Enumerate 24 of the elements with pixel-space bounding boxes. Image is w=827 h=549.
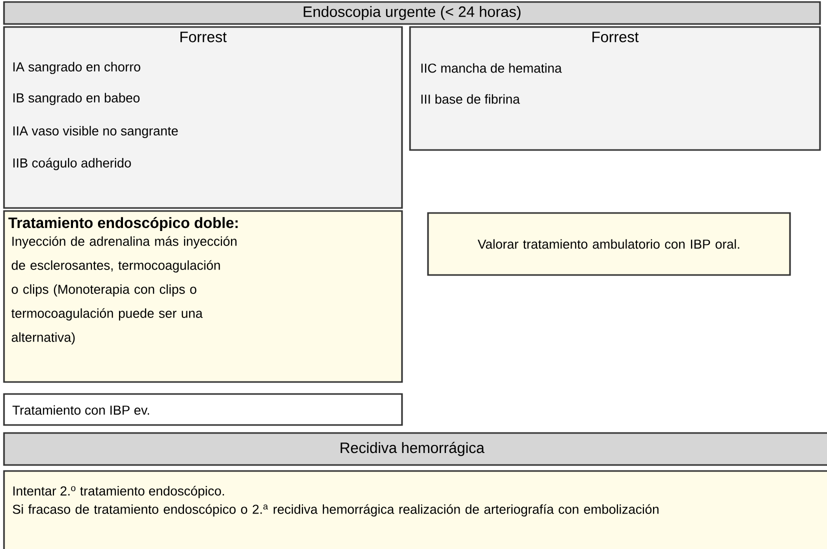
body-text: Si fracaso de tratamiento endoscópico o 2.$^{a}$ recidiva hemorrágica realización de arteriografía con embolización — [12, 504, 658, 516]
heading-text: Endoscopia urgente (< 24 horas) — [304, 6, 520, 20]
classification-box — [3, 26, 403, 209]
treatment-box — [3, 393, 403, 426]
header-bar — [3, 1, 821, 25]
list-item: IIC mancha de hematina — [421, 63, 562, 73]
list-item: IIB coágulo adherido — [13, 158, 131, 170]
list-item: IA sangrado en chorro — [13, 62, 140, 74]
treatment-box — [3, 210, 403, 383]
body-text: Intentar 2.$^{o}$ tratamiento endoscópico. — [13, 486, 224, 498]
body-text: Inyección de adrenalina más inyección de esclerosantes, termocoagulación o clips (Monoterapia con clips o termocoagulación puede ser una alternativa) — [11, 236, 236, 344]
header-bar — [3, 432, 827, 466]
heading-text: Tratamiento endoscópico doble: — [8, 216, 238, 232]
treatment-box — [427, 212, 791, 276]
list-item: IB sangrado en babeo — [13, 92, 140, 106]
treatment-box — [3, 470, 827, 549]
body-text: Tratamiento con IBP ev. — [12, 405, 150, 415]
heading-text: Recidiva hemorrágica — [340, 442, 484, 456]
heading-text: Forrest — [180, 32, 227, 42]
heading-text: Forrest — [592, 32, 639, 42]
list-item: III base de fibrina — [421, 94, 520, 104]
classification-box — [409, 26, 821, 151]
list-item: IIA vaso visible no sangrante — [13, 126, 178, 138]
body-text: Valorar tratamiento ambulatorio con IBP oral. — [478, 239, 740, 249]
